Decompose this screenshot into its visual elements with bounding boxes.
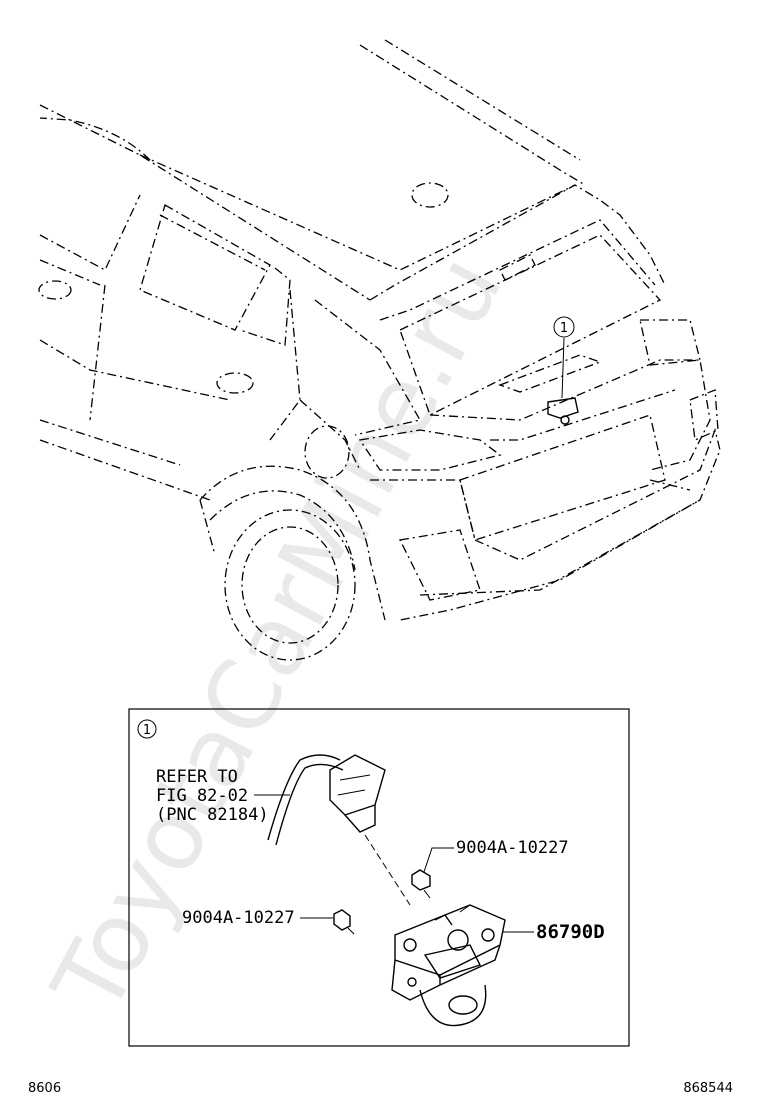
footer-right-code: 868544 bbox=[683, 1081, 733, 1096]
refer-label-line3: (PNC 82184) bbox=[156, 805, 269, 825]
refer-label-line2[interactable]: FIG 82-02 bbox=[156, 786, 248, 806]
detail-box: 1 REFER TO FIG 82-02 (PNC 82184) 9004A-1… bbox=[128, 708, 630, 1047]
callout-1-marker[interactable]: 1 bbox=[553, 316, 575, 338]
part-number-screw-upper[interactable]: 9004A-10227 bbox=[456, 838, 569, 858]
footer-left-code: 8606 bbox=[28, 1081, 61, 1096]
rear-camera-assembly-icon bbox=[391, 904, 506, 1027]
refer-label-line1: REFER TO bbox=[156, 767, 238, 787]
callout-1-label: 1 bbox=[560, 321, 568, 336]
rear-camera-location-icon bbox=[547, 397, 579, 425]
part-number-camera[interactable]: 86790D bbox=[536, 921, 605, 943]
detail-box-marker: 1 bbox=[143, 723, 151, 738]
screw-upper-icon bbox=[411, 869, 431, 899]
part-number-screw-lower[interactable]: 9004A-10227 bbox=[182, 908, 295, 928]
screw-lower-icon bbox=[333, 909, 355, 935]
wire-harness-icon bbox=[267, 754, 386, 846]
vehicle-outline bbox=[38, 39, 721, 661]
